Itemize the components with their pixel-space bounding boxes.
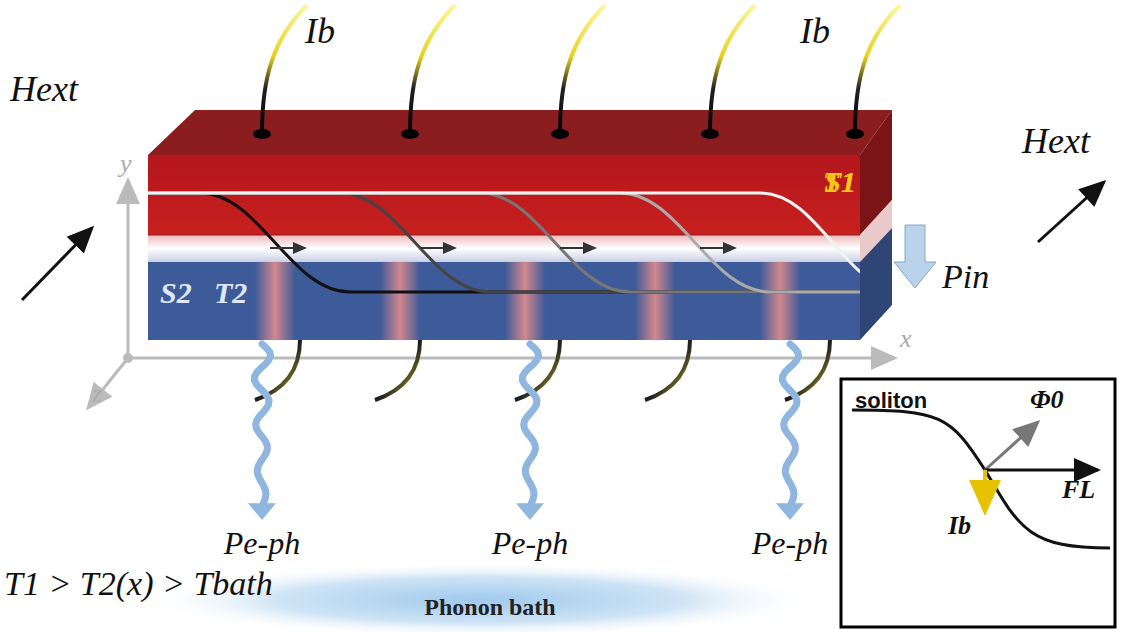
bias-current: Ib [305, 12, 335, 52]
heat-flow-label: Pe-ph [492, 526, 568, 561]
heat-flow-arrow [248, 344, 276, 520]
flux-quantum-label: Φ0 [1030, 386, 1064, 415]
lorentz-force-label: FL [1062, 476, 1095, 505]
s2-layer: S2 T2 [148, 262, 860, 340]
axis-label: y [120, 150, 132, 179]
s1-layer: S1T1 [148, 155, 860, 235]
node-text: soliton [855, 389, 927, 413]
heat-flow-label: Pe-ph [752, 526, 828, 561]
power-in-label: Pin [942, 258, 989, 295]
field-label: Hext [1022, 122, 1090, 162]
temperature-relation: T1 > T2(x) > Tbath [4, 565, 273, 602]
axis-label: x [900, 325, 912, 354]
axis-label: z [92, 380, 102, 409]
node-text: T1 [823, 165, 856, 198]
heat-flow-arrow [776, 344, 804, 520]
heat-flow-label: Pe-ph [224, 526, 300, 561]
bias-current-label: Ib [948, 512, 971, 541]
heat-flow-arrow [516, 344, 544, 520]
node-text: Phonon bath [424, 594, 555, 620]
field-label: Hext [10, 70, 78, 110]
node-text: T2 [214, 276, 247, 309]
bias-current: Ib [800, 12, 830, 52]
node-text: S2 [160, 276, 192, 309]
